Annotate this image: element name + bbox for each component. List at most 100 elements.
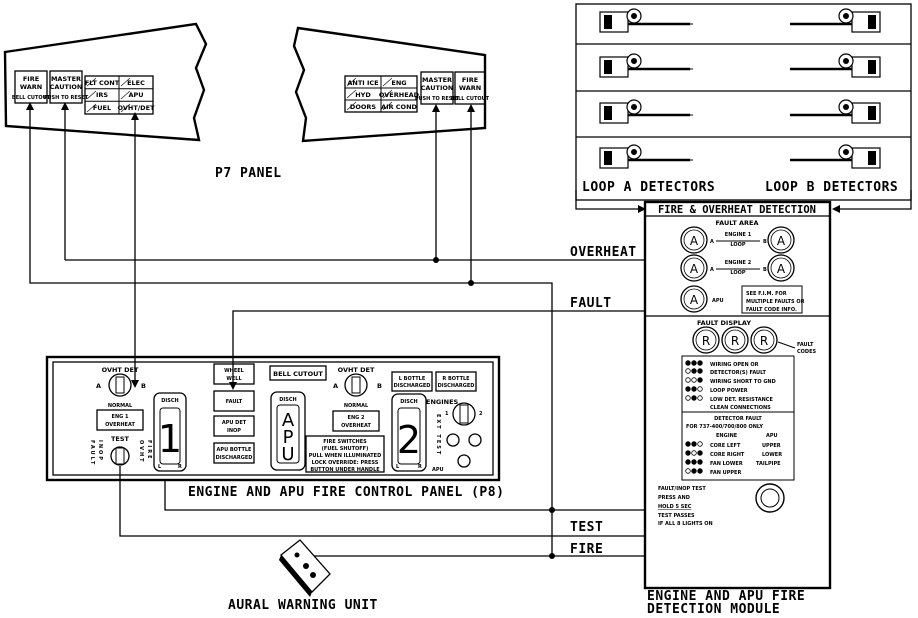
lamp-eng2-a: A [690, 262, 699, 276]
p8-right-normal: NORMAL [344, 403, 369, 409]
module-engine1-label: ENGINE 1 [725, 232, 752, 238]
p8-inop-vert-text: INOP [97, 440, 103, 462]
p8-extinguisher-test-selector[interactable] [452, 402, 476, 426]
test-text-1: FAULT/INOP TEST [658, 486, 706, 492]
p8-right-b: B [377, 382, 382, 390]
p8-right-a: A [333, 382, 338, 390]
fault-code-dot [685, 377, 691, 383]
p7-right-fire-warn-l3: BELL CUTOUT [451, 96, 490, 102]
p8-apu-det-inop-light: APU DET INOP [213, 415, 255, 437]
fault-code-dot [697, 441, 703, 447]
loop-b-detector-1 [790, 8, 881, 33]
p7-left-annun-fuel: FUEL [93, 104, 111, 112]
fault-code-dot [697, 368, 703, 374]
apu-code-1: UPPER [762, 443, 781, 449]
fault-code-dot [691, 441, 697, 447]
p8-fault-inop-vertical: FAULT INOP [89, 440, 103, 466]
p8-ovht-det-left-switch[interactable] [108, 373, 132, 397]
module-test-button[interactable] [755, 483, 785, 513]
module-a-left1: A [710, 239, 714, 245]
loop-a-detector-pin [631, 13, 637, 19]
p8-handle2-number: 2 [397, 418, 421, 462]
see-fim-l1: SEE F.I.M. FOR [746, 291, 787, 297]
p8-ovht-det-left-label: OVHT DET [102, 366, 139, 374]
fault-code-dot [691, 468, 697, 474]
p7-right-mc-l3: PUSH TO RESET [415, 96, 460, 102]
fault-code-dot [697, 377, 703, 383]
p8-eng1-l2: OVERHEAT [105, 422, 135, 428]
p8-ovht-det-right-label: OVHT DET [338, 366, 375, 374]
p8-ovht-fire-vertical: OVHT FIRE [138, 440, 152, 464]
loop-a-detector-clamp [604, 151, 612, 165]
p8-wheel-well-l2: WELL [226, 376, 242, 382]
p7-left-annun-ovht-det: OVHT/DET [118, 104, 155, 112]
engine-hdr: ENGINE [716, 433, 738, 439]
p8-bell-cutout-button[interactable]: BELL CUTOUT [269, 365, 327, 381]
p7-left-master-caution-light[interactable]: MASTER CAUTION PUSH TO RESET [44, 70, 89, 104]
loop-b-detector-pin [843, 104, 849, 110]
detectors-group [599, 8, 881, 169]
p7-panel-title: P7 PANEL [215, 166, 282, 181]
engine-code-1: CORE LEFT [710, 443, 741, 449]
p7-left-fire-warn-light[interactable]: FIRE WARN BELL CUTOUT [12, 70, 51, 104]
p8-engines-label: ENGINES [426, 398, 459, 406]
p8-fs-l3: PULL WHEN ILLUMINATED [309, 453, 381, 459]
p8-eng2-fire-handle[interactable]: DISCH 2 L R [391, 393, 427, 472]
fault-code-dot [697, 468, 703, 474]
module-test-instructions: FAULT/INOP TEST PRESS AND HOLD 5 SEC TES… [658, 486, 713, 527]
loop-b-detector-2 [790, 53, 881, 78]
p8-fs-l5: BUTTON UNDER HANDLE [310, 467, 380, 473]
p8-apu-fire-handle[interactable]: DISCH A P U [270, 391, 306, 471]
p8-eng1-fire-handle[interactable]: DISCH 1 L R [153, 392, 187, 472]
lamp-r2: R [731, 334, 739, 348]
p7-right-annun-doors: DOORS [350, 103, 376, 111]
p8-test-switch[interactable] [110, 446, 130, 466]
p7-right-master-caution-light[interactable]: MASTER CAUTION PUSH TO RESET [415, 71, 460, 105]
module-fault-display-lamps: R R R [692, 326, 778, 354]
loop-a-detector-pin [631, 58, 637, 64]
p7-right-fire-warn-light[interactable]: FIRE WARN BELL CUTOUT [451, 71, 490, 105]
p7-left-mc-l2: CAUTION [50, 83, 83, 91]
module-engine1-loop: LOOP [730, 242, 746, 248]
p8-fault-l1: FAULT [226, 399, 243, 405]
p8-ovht-vert-text: OVHT [138, 440, 144, 464]
lamp-apu: A [690, 293, 699, 307]
p8-eng2-l2: OVERHEAT [341, 423, 371, 429]
fault-code-dot [697, 360, 703, 366]
module-engine2-loop: LOOP [730, 270, 746, 276]
module-fault-codes-l1: FAULT [797, 342, 814, 348]
p8-eng1-overheat-light: ENG 1 OVERHEAT [96, 409, 144, 431]
p8-ovht-det-right-switch[interactable] [344, 373, 368, 397]
p7-right-annun-eng: ENG [391, 79, 406, 87]
p8-wheel-well-light: WHEEL WELL [213, 363, 255, 385]
test-text-2: PRESS AND [658, 495, 690, 501]
test-text-5: IF ALL 8 LIGHTS ON [658, 521, 713, 527]
p7-right-annun-air-cond: AIR COND [381, 103, 417, 111]
fault-code-dot [685, 395, 691, 401]
p8-fault-light: FAULT [213, 390, 255, 412]
loop-a-detector-pin [631, 104, 637, 110]
loop-a-detector-clamp [604, 60, 612, 74]
apu-code-3: TAILPIPE [756, 461, 781, 467]
fault-code-dot [697, 386, 703, 392]
p8-handle1-r: R [178, 464, 182, 470]
p8-apu-handle-p: P [283, 427, 294, 448]
p8-ext-test-lights [446, 433, 482, 468]
loop-b-detector-clamp [868, 60, 876, 74]
detector-grid [575, 3, 912, 201]
p7-panel-left: FIRE WARN BELL CUTOUT MASTER CAUTION PUS… [3, 22, 208, 142]
fault-code-dot [685, 368, 691, 374]
module-engine2-label: ENGINE 2 [725, 260, 752, 266]
loop-a-detector-3 [599, 99, 693, 124]
engine-code-2: CORE RIGHT [710, 452, 745, 458]
p8-fault-vert-text: FAULT [89, 440, 95, 466]
module-fault-area-lamps: A A A A A [680, 226, 795, 313]
module-a-left2: A [710, 267, 714, 273]
p8-panel: OVHT DET A B NORMAL ENG 1 OVERHEAT TEST … [45, 355, 501, 482]
p8-fs-l2: (FUEL SHUTOFF) [322, 446, 369, 452]
p8-ext-rot-2: 2 [479, 411, 483, 417]
code-3: WIRING SHORT TO GND [710, 379, 776, 385]
p7-left-fire-warn-l3: BELL CUTOUT [12, 95, 51, 101]
loop-b-detector-pin [843, 149, 849, 155]
lamp-r1: R [702, 334, 710, 348]
